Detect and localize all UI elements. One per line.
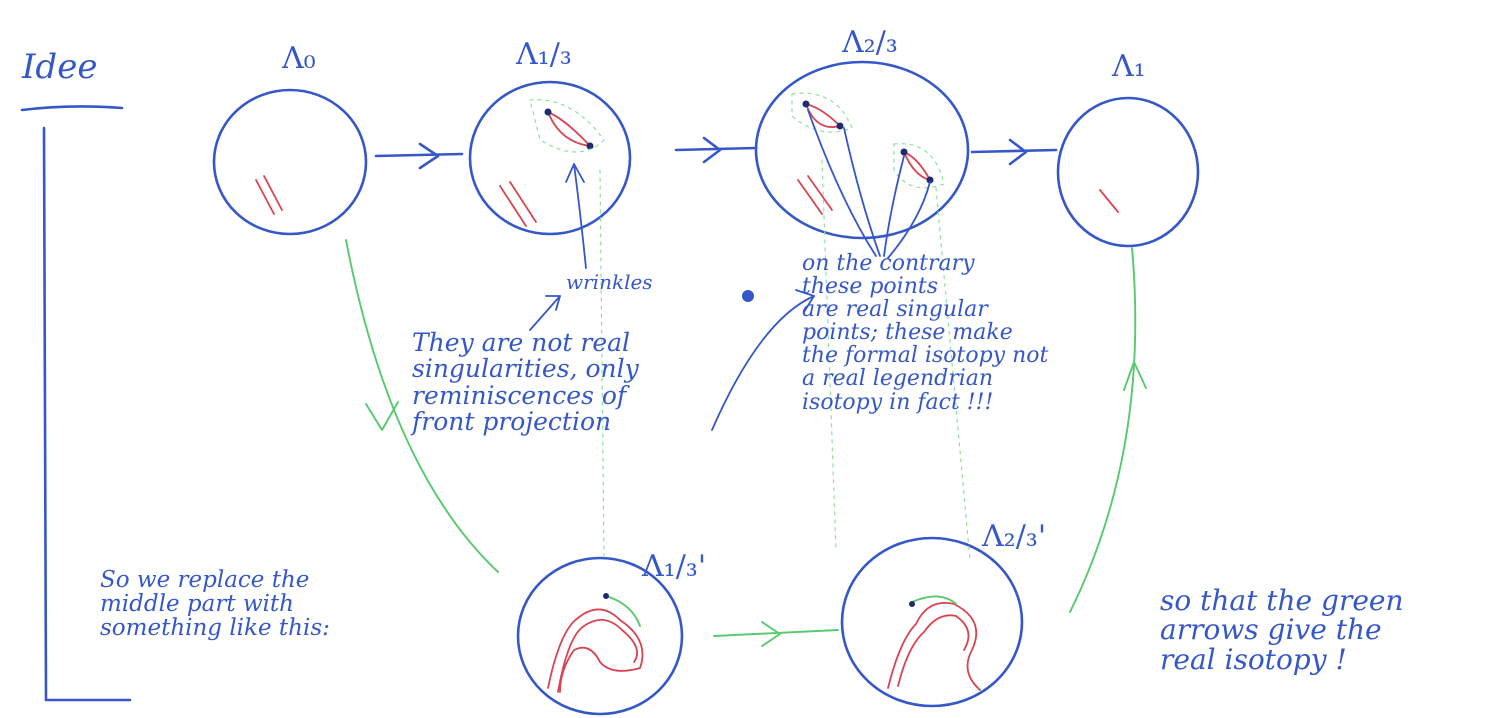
note-real-singular-points: on the contrary these points are real si… (802, 252, 1048, 414)
wavy-curve-2-3-prime (888, 596, 980, 690)
green-arrow-bottom (714, 622, 838, 646)
arrow-2-3-to-1 (972, 140, 1056, 164)
strands-lambda-2-3 (798, 101, 934, 215)
page-heading: Idee (22, 50, 97, 86)
circle-lambda-1 (1058, 98, 1198, 246)
arrow-1-3-to-2-3 (676, 138, 756, 162)
label-lambda-2-3: Λ₂/₃ (842, 28, 898, 58)
arrow-wrinkles-to-loop (566, 164, 586, 268)
green-arrow-up (1070, 248, 1146, 612)
strands-lambda-1 (1100, 190, 1118, 212)
label-lambda-2-3-prime: Λ₂/₃' (982, 522, 1046, 552)
arrow-note-to-wrinkles (530, 296, 560, 330)
note-not-real-singularities: They are not real singularities, only re… (412, 330, 639, 435)
label-lambda-1-3: Λ₁/₃ (516, 40, 572, 70)
circle-lambda-1-3 (470, 82, 630, 234)
note-green-arrows: so that the green arrows give the real i… (1160, 586, 1404, 674)
note-replace-middle: So we replace the middle part with somet… (100, 568, 330, 640)
circle-lambda-0 (214, 90, 366, 234)
arrows-to-singular-points (808, 110, 930, 258)
strands-lambda-0 (256, 176, 282, 214)
label-lambda-1: Λ₁ (1112, 52, 1146, 82)
note-wrinkles: wrinkles (566, 272, 653, 293)
heading-underline (22, 106, 122, 110)
arrow-0-to-1-3 (376, 144, 462, 168)
label-lambda-1-3-prime: Λ₁/₃' (642, 552, 706, 582)
circle-lambda-2-3 (756, 62, 968, 238)
wavy-curve-1-3-prime (548, 593, 643, 692)
label-lambda-0: Λ₀ (282, 44, 316, 74)
ink-blot (742, 290, 754, 302)
arrow-note-to-points (712, 290, 814, 430)
